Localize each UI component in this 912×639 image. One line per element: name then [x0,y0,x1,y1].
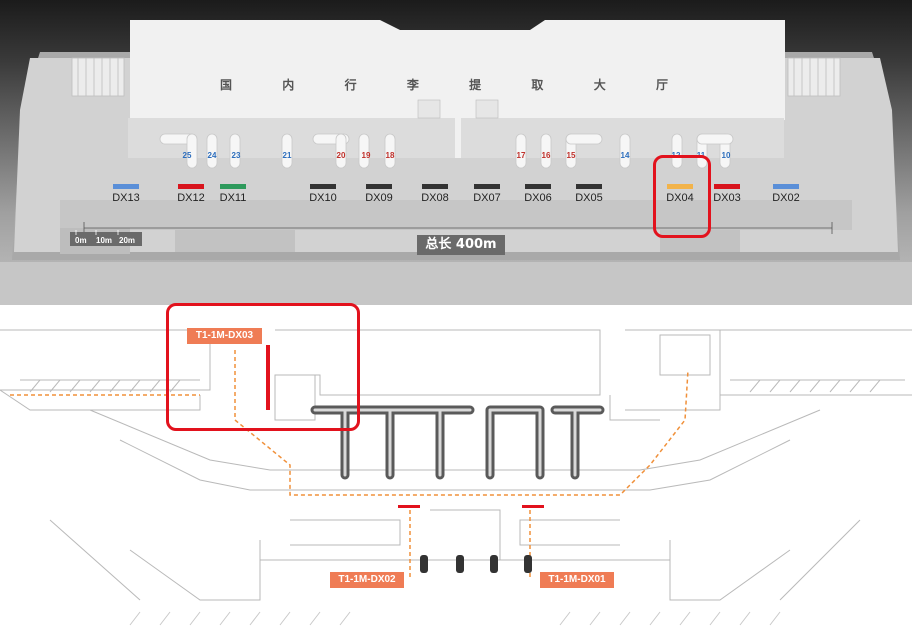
belt-label-dx11: DX11 [219,192,247,204]
gate-number: 19 [361,151,371,160]
scale-label-0: 0m [75,236,87,245]
hall-title: 国内行李提取大厅 [220,76,670,93]
hall-title-char: 李 [406,78,421,92]
belt-label-dx12: DX12 [177,192,205,204]
tag-dx03: T1-1M-DX03 [187,328,262,344]
total-length-label: 总长 400m [417,235,505,255]
belt-label-dx13: DX13 [112,192,140,204]
tag-dx01: T1-1M-DX01 [540,572,614,588]
belt-marker-dx05 [576,184,602,189]
belt-marker-dx10 [310,184,336,189]
gate-number: 16 [541,151,551,160]
belt-marker-dx04 [667,184,693,189]
gate-number: 18 [385,151,395,160]
hall-title-char: 行 [344,78,359,92]
belt-label-dx08: DX08 [421,192,449,204]
tag-dx02: T1-1M-DX02 [330,572,404,588]
gate-number: 21 [282,151,292,160]
hall-map-shapes [0,20,912,305]
scale-label-10: 10m [96,236,113,245]
gate-number: 20 [336,151,346,160]
gate-number: 14 [620,151,630,160]
belt-label-dx02: DX02 [772,192,800,204]
belt-label-dx09: DX09 [365,192,393,204]
belt-label-dx10: DX10 [309,192,337,204]
dx03-highlight-box [166,303,360,431]
belt-marker-dx13 [113,184,139,189]
belt-label-dx03: DX03 [713,192,741,204]
floor-plan-detail [0,305,912,639]
hall-title-char: 国 [220,78,235,92]
hall-title-char: 取 [531,78,546,92]
hall-title-char: 厅 [655,78,670,92]
scale-label-20: 20m [119,236,136,245]
gate-number: 25 [182,151,192,160]
gate-number: 10 [721,151,731,160]
belt-marker-dx06 [525,184,551,189]
belt-marker-dx09 [366,184,392,189]
hall-title-char: 内 [282,78,297,92]
belt-marker-dx02 [773,184,799,189]
belt-label-dx04: DX04 [666,192,694,204]
gate-number: 17 [516,151,526,160]
gate-number: 23 [231,151,241,160]
belt-marker-dx12 [178,184,204,189]
belt-marker-dx07 [474,184,500,189]
belt-label-dx06: DX06 [524,192,552,204]
belt-label-dx07: DX07 [473,192,501,204]
hall-title-char: 大 [593,78,608,92]
belt-marker-dx03 [714,184,740,189]
belt-marker-dx08 [422,184,448,189]
belt-label-dx05: DX05 [575,192,603,204]
dx04-highlight-box [653,155,711,238]
belt-marker-dx11 [220,184,246,189]
gate-number: 15 [566,151,576,160]
gate-number: 24 [207,151,217,160]
hall-title-char: 提 [469,78,484,92]
